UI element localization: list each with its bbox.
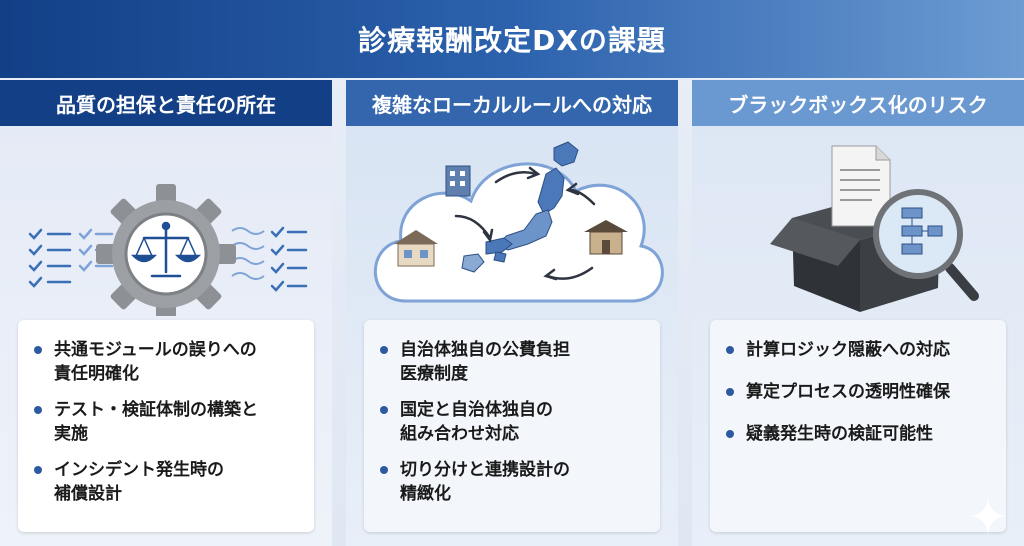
list-item: 自治体独自の公費負担 医療制度 (380, 338, 646, 386)
page-title: 診療報酬改定DXの課題 (358, 24, 666, 57)
bullet-card: 自治体独自の公費負担 医療制度 国定と自治体独自の 組み合わせ対応 切り分けと連… (364, 320, 660, 532)
column-header: 品質の担保と責任の所在 (0, 80, 332, 126)
list-item: 国定と自治体独自の 組み合わせ対応 (380, 398, 646, 446)
column-blackbox: ブラックボックス化のリスク 計算ロジック隠蔽への対応 算定プロ (692, 80, 1024, 546)
column-local-rules: 複雑なローカルルールへの対応 (346, 80, 678, 546)
japan-map-icon (461, 141, 579, 273)
quality-illustration (28, 184, 308, 316)
local-rules-illustration (373, 141, 664, 303)
house-icon (394, 230, 438, 267)
list-item: インシデント発生時の 補償設計 (34, 458, 300, 506)
document-icon (831, 145, 891, 227)
column-quality: 品質の担保と責任の所在 (0, 80, 332, 546)
list-item: 計算ロジック隠蔽への対応 (726, 338, 992, 362)
sparkle-icon (970, 498, 1006, 534)
scales-icon (130, 221, 202, 278)
building-icon (445, 165, 471, 197)
list-item: 疑義発生時の検証可能性 (726, 422, 992, 446)
column-header: 複雑なローカルルールへの対応 (346, 80, 678, 126)
flowchart-icon (901, 207, 943, 255)
wave-lines-icon (231, 227, 265, 280)
arrow-icon (454, 166, 596, 281)
list-item: 切り分けと連携設計の 精緻化 (380, 458, 646, 506)
list-item: テスト・検証体制の構築と 実施 (34, 398, 300, 446)
list-item: 共通モジュールの誤りへの 責任明確化 (34, 338, 300, 386)
title-banner: 診療報酬改定DXの課題 (0, 0, 1024, 78)
list-item: 算定プロセスの透明性確保 (726, 380, 992, 404)
temple-icon (584, 220, 628, 255)
blackbox-illustration (770, 145, 979, 312)
bullet-card: 計算ロジック隠蔽への対応 算定プロセスの透明性確保 疑義発生時の検証可能性 (710, 320, 1006, 532)
magnifier-icon (873, 189, 979, 301)
column-header: ブラックボックス化のリスク (692, 80, 1024, 126)
gear-icon (96, 184, 236, 316)
bullet-card: 共通モジュールの誤りへの 責任明確化 テスト・検証体制の構築と 実施 インシデン… (18, 320, 314, 532)
